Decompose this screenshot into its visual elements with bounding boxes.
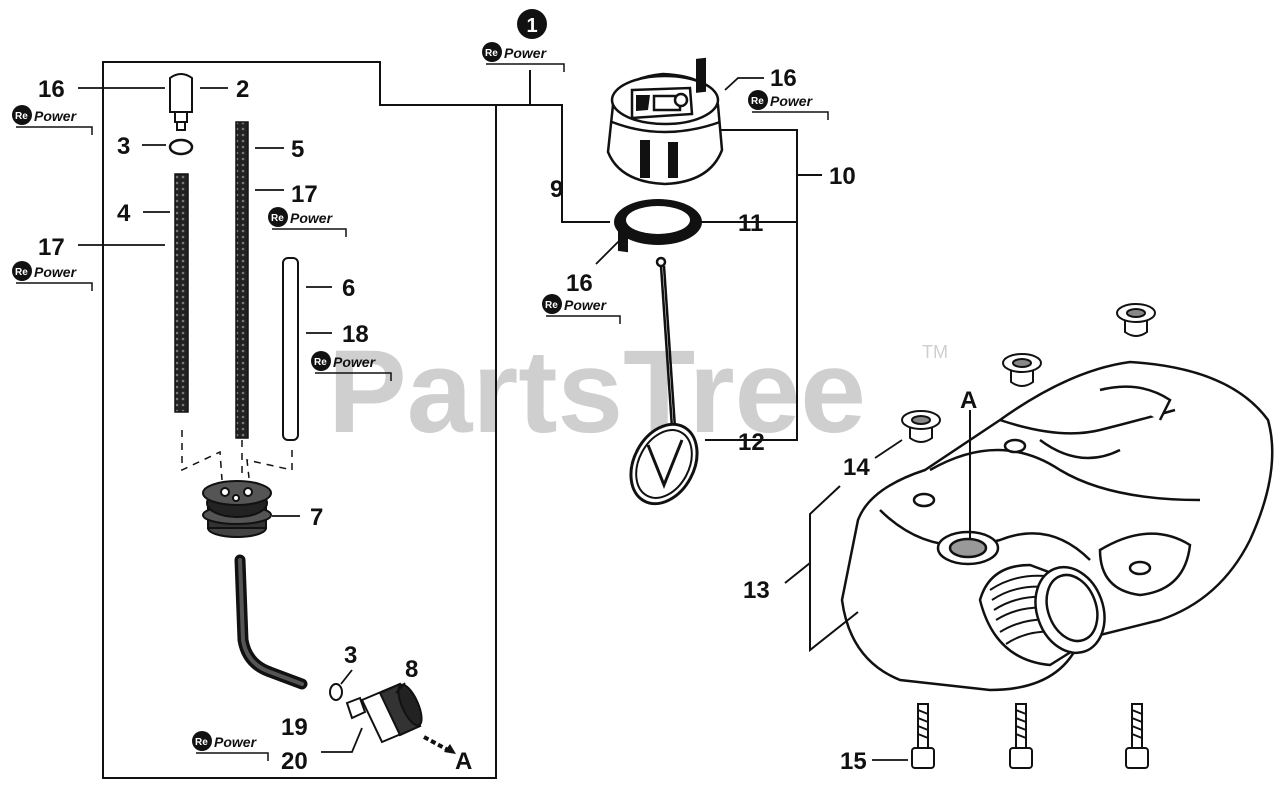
svg-text:Re: Re bbox=[195, 737, 208, 748]
svg-text:Re: Re bbox=[271, 213, 284, 224]
svg-text:Power: Power bbox=[290, 210, 334, 226]
lower-fuel-line bbox=[234, 554, 308, 690]
svg-text:Power: Power bbox=[770, 93, 814, 109]
label-a-filter: A bbox=[455, 748, 472, 775]
part-3-oring-small bbox=[329, 683, 343, 701]
label-16-seal: 16 bbox=[566, 270, 593, 297]
svg-text:Power: Power bbox=[34, 264, 78, 280]
repower-logo-3: Re Power bbox=[268, 207, 347, 237]
fuel-cap bbox=[606, 57, 724, 253]
label-17-upper: 17 bbox=[291, 181, 318, 208]
label-16-cap: 16 bbox=[770, 65, 797, 92]
part-3-oring bbox=[168, 138, 194, 156]
part-6-vent-tube bbox=[282, 257, 299, 441]
svg-text:Power: Power bbox=[564, 297, 608, 313]
label-a-tank: A bbox=[960, 387, 977, 414]
label-19: 19 bbox=[281, 714, 308, 741]
label-16-line: 16 bbox=[38, 76, 65, 103]
label-17-lower: 17 bbox=[38, 234, 65, 261]
svg-text:Re: Re bbox=[15, 111, 28, 122]
callout-badge-1: 1 bbox=[517, 9, 547, 39]
part-11-seal-ring bbox=[614, 199, 702, 245]
part-15-screw-1 bbox=[911, 703, 935, 769]
watermark-trademark: TM bbox=[922, 342, 948, 362]
label-7: 7 bbox=[310, 504, 323, 531]
svg-text:Power: Power bbox=[504, 45, 548, 61]
bracket-10 bbox=[700, 129, 822, 441]
label-2: 2 bbox=[236, 76, 249, 103]
repower-logo-8: Re Power bbox=[192, 731, 269, 761]
label-3-small: 3 bbox=[344, 642, 357, 669]
label-6: 6 bbox=[342, 275, 355, 302]
svg-text:Re: Re bbox=[751, 96, 764, 107]
part-2-fitting bbox=[169, 73, 193, 131]
svg-text:Power: Power bbox=[333, 354, 377, 370]
svg-text:1: 1 bbox=[526, 15, 537, 37]
svg-text:Re: Re bbox=[485, 48, 498, 59]
label-14: 14 bbox=[843, 454, 870, 481]
svg-text:Re: Re bbox=[15, 267, 28, 278]
watermark-text: PartsTree bbox=[328, 326, 866, 458]
label-8: 8 bbox=[405, 656, 418, 683]
leader-lines bbox=[78, 77, 908, 761]
label-20: 20 bbox=[281, 748, 308, 775]
svg-text:Power: Power bbox=[214, 734, 258, 750]
label-13: 13 bbox=[743, 577, 770, 604]
part-13-fuel-tank bbox=[840, 360, 1274, 692]
part-15-screw-2 bbox=[1009, 703, 1033, 769]
assembly-dash-lines bbox=[181, 430, 293, 481]
repower-logo-2: Re Power bbox=[12, 105, 93, 135]
label-9: 9 bbox=[550, 176, 563, 203]
part-14-cap-bottom bbox=[901, 410, 941, 443]
label-11: 11 bbox=[738, 210, 763, 237]
arrow-to-a bbox=[423, 735, 456, 754]
repower-logo-7: Re Power bbox=[542, 294, 621, 324]
svg-text:Re: Re bbox=[314, 357, 327, 368]
label-12: 12 bbox=[738, 429, 765, 456]
part-7-grommet bbox=[202, 480, 272, 538]
part-5-fuel-line bbox=[235, 121, 249, 439]
part-12-strainer bbox=[629, 256, 699, 506]
bracket-13 bbox=[784, 485, 859, 653]
part-4-fuel-line bbox=[174, 173, 189, 413]
label-15: 15 bbox=[840, 748, 867, 775]
repower-logo-1: Re Power bbox=[482, 42, 565, 72]
repower-logo-4: Re Power bbox=[12, 261, 93, 291]
part-14-cap-top bbox=[1116, 303, 1156, 337]
label-4: 4 bbox=[117, 200, 131, 227]
label-10: 10 bbox=[829, 163, 856, 190]
label-18: 18 bbox=[342, 321, 369, 348]
svg-text:Power: Power bbox=[34, 108, 78, 124]
repower-logo-6: Re Power bbox=[748, 90, 829, 120]
label-3-oring: 3 bbox=[117, 133, 130, 160]
part-8-fuel-filter bbox=[345, 682, 423, 744]
label-5: 5 bbox=[291, 136, 304, 163]
kit-outline bbox=[102, 61, 610, 779]
repower-logo-5: Re Power bbox=[311, 351, 392, 381]
part-15-screw-3 bbox=[1125, 703, 1149, 769]
part-14-cap-middle bbox=[1002, 353, 1042, 387]
svg-text:Re: Re bbox=[545, 300, 558, 311]
